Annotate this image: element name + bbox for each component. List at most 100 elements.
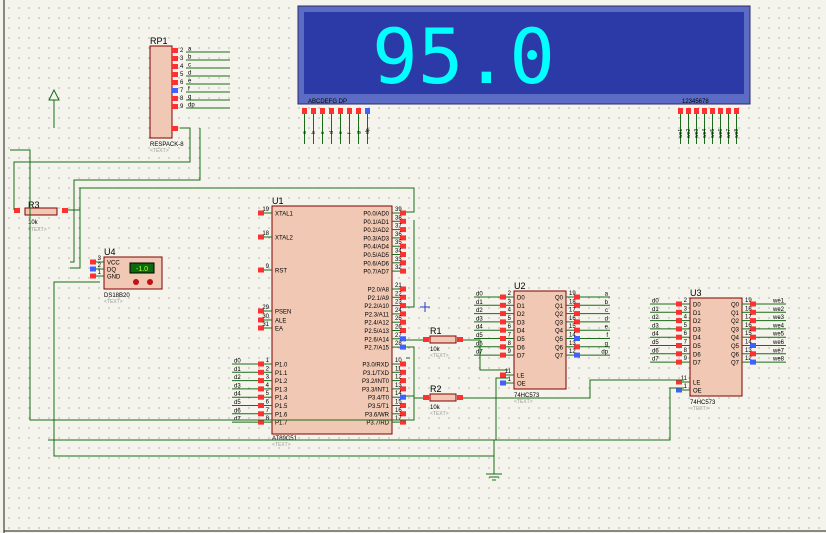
display-seg-pin-d[interactable] [329, 108, 334, 114]
display-digit-pin-we8[interactable] [734, 108, 739, 114]
u1-pin-p1-1[interactable]: 2P1.1 [258, 366, 288, 377]
rp1-pin-9[interactable] [172, 104, 178, 109]
u2Pins-d5[interactable]: 7D5 [500, 333, 525, 344]
display-digit-pin-we4[interactable] [702, 108, 707, 114]
u2Pins-oe[interactable]: 1OE [500, 377, 526, 388]
display-digit-pin-we5[interactable] [710, 108, 715, 114]
rp1-pin-8[interactable] [172, 96, 178, 101]
rp1-pin-5[interactable] [172, 72, 178, 77]
u3Pins-d7[interactable]: 9D7 [676, 356, 701, 367]
u3Pins-d4[interactable]: 6D4 [676, 331, 701, 342]
u2Pins-d6[interactable]: 8D6 [500, 341, 525, 352]
display-seg-pin-a[interactable] [302, 108, 307, 114]
rp1-pin-4[interactable] [172, 64, 178, 69]
u3Pins-oe[interactable]: 1OE [676, 384, 702, 395]
display-seg-pin-b[interactable] [311, 108, 316, 114]
rp1-pin-3[interactable] [172, 56, 178, 61]
u3Pins-d5[interactable]: 7D5 [676, 340, 701, 351]
u4-decrease-button[interactable] [133, 279, 139, 285]
rp1-pin-2[interactable] [172, 48, 178, 53]
display-seg-pin-e[interactable] [338, 108, 343, 114]
u3Pins-d3[interactable]: 5D3 [676, 323, 701, 334]
display-seg-pin-f[interactable] [347, 108, 352, 114]
u2Pins-d1[interactable]: 3D1 [500, 299, 525, 310]
u2Pins-d3[interactable]: 5D3 [500, 316, 525, 327]
r1-resistor[interactable]: R1 10k <TEXT> [423, 326, 463, 359]
u1-at89c51[interactable]: U1 AT89C51 <TEXT> 19XTAL118XTAL29RST29PS… [232, 196, 406, 448]
u1-pin-p1-0[interactable]: 1P1.0 [258, 358, 288, 369]
display-digit-pin-we7[interactable] [726, 108, 731, 114]
u2Pins-d0[interactable]: 2D0 [500, 291, 525, 302]
u3Pins-d0[interactable]: 2D0 [676, 298, 701, 309]
u1-pin-p1-3[interactable]: 4P1.3 [258, 383, 288, 394]
display-digit-pin-we6[interactable] [718, 108, 723, 114]
power-terminal[interactable] [48, 88, 60, 128]
u1-pin-p1-7[interactable]: 8P1.7 [258, 416, 288, 427]
u2Pins-d7[interactable]: 9D7 [500, 349, 525, 360]
display-seg-pin-c[interactable] [320, 108, 325, 114]
display-seg-pin-dp[interactable] [365, 108, 370, 114]
rp1-pin-1[interactable] [172, 126, 178, 131]
u1-pin-p1-2[interactable]: 3P1.2 [258, 375, 288, 386]
u4-increase-button[interactable] [147, 279, 153, 285]
display-digit-pin-we1[interactable] [678, 108, 683, 114]
u2Pins-d2[interactable]: 4D2 [500, 308, 525, 319]
display-digit-pin-we3[interactable] [694, 108, 699, 114]
display-seg-pin-g[interactable] [356, 108, 361, 114]
u1-pin-p1-5[interactable]: 6P1.5 [258, 400, 288, 411]
u1-pin-p1-6[interactable]: 7P1.6 [258, 408, 288, 419]
display-digit-pin-we2[interactable] [686, 108, 691, 114]
rp1-pin-7[interactable] [172, 88, 178, 93]
u1-pin-p1-4[interactable]: 5P1.4 [258, 391, 288, 402]
u2-74hc573[interactable]: U2 74HC573 <TEXT> 2D0d03D1d14D2d25D3d36D… [474, 281, 610, 405]
